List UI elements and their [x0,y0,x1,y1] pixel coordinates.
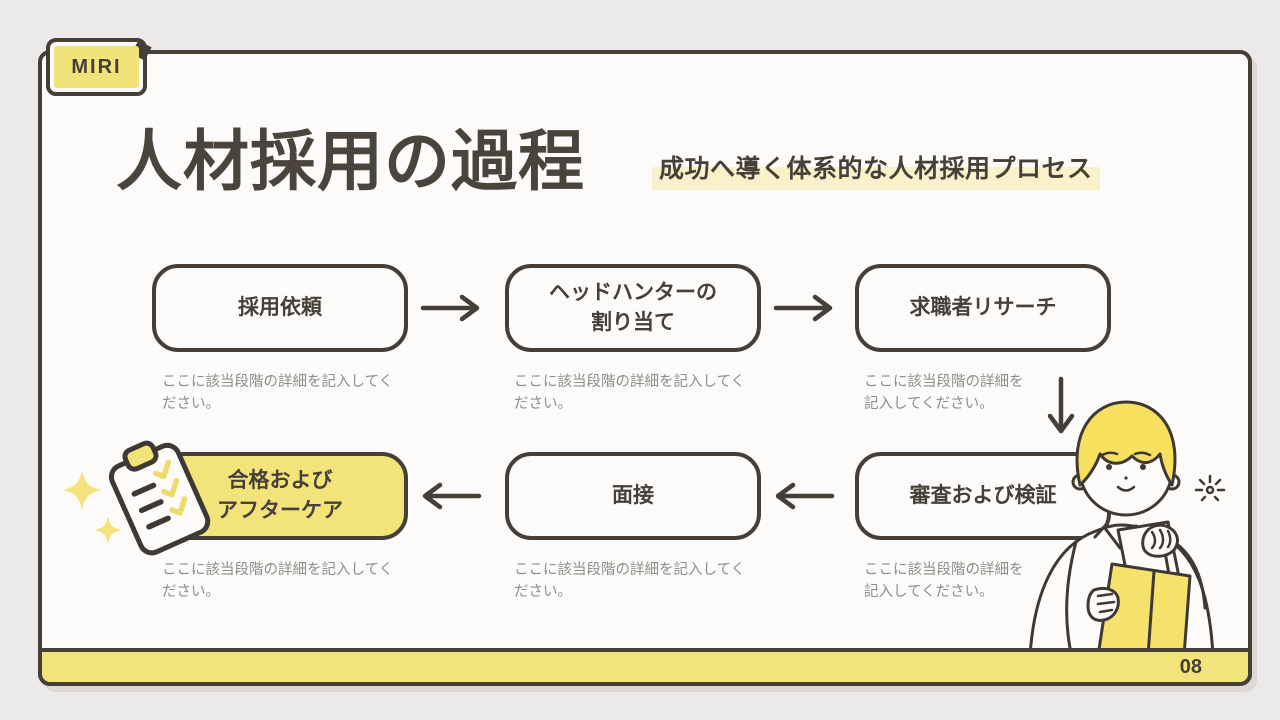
step-description: ここに該当段階の詳細を記入してく ださい。 [162,374,394,413]
page-title: 人材採用の過程 [116,124,585,198]
clipboard-check-icon [52,428,224,585]
step-label: 採用依頼 [238,295,322,319]
step-label: 面接 [612,483,654,507]
step-box-interview: 面接 [505,452,761,540]
step-box-screening-verification: 審査および検証 [855,452,1111,540]
arrow-left-icon [773,482,835,510]
step-description: ここに該当段階の詳細を 記入してください。 [864,374,1024,413]
step-label: 審査および検証 [909,483,1057,507]
clipboard-icon [108,440,211,556]
sparkle-icon [62,470,102,510]
step-label: 合格および アフターケア [217,468,343,522]
step-label: ヘッドハンターの 割り当て [549,280,717,334]
arrow-right-icon [773,294,835,322]
flash-icon [1194,474,1226,502]
page-number: 08 [1179,655,1202,678]
arrow-down-icon [1046,376,1076,438]
step-description: ここに該当段階の詳細を記入してく ださい。 [514,562,746,601]
step-box-candidate-research: 求職者リサーチ [855,264,1111,352]
brand-badge-label: MIRI [54,46,139,88]
step-box-headhunter-assignment: ヘッドハンターの 割り当て [505,264,761,352]
page-subtitle: 成功へ導く体系的な人材採用プロセス [652,146,1100,190]
step-description: ここに該当段階の詳細を 記入してください。 [864,562,1024,601]
footer-bar: 08 [38,648,1252,686]
step-description: ここに該当段階の詳細を記入してく ださい。 [514,374,746,413]
sparkle-icon [94,516,122,544]
arrow-left-icon [420,482,482,510]
step-description: ここに該当段階の詳細を記入してく ださい。 [162,562,394,601]
arrow-right-icon [420,294,482,322]
step-box-recruitment-request: 採用依頼 [152,264,408,352]
step-label: 求職者リサーチ [909,295,1057,319]
person-holding-folder-illustration [1002,390,1237,661]
brand-badge: MIRI [46,38,152,96]
